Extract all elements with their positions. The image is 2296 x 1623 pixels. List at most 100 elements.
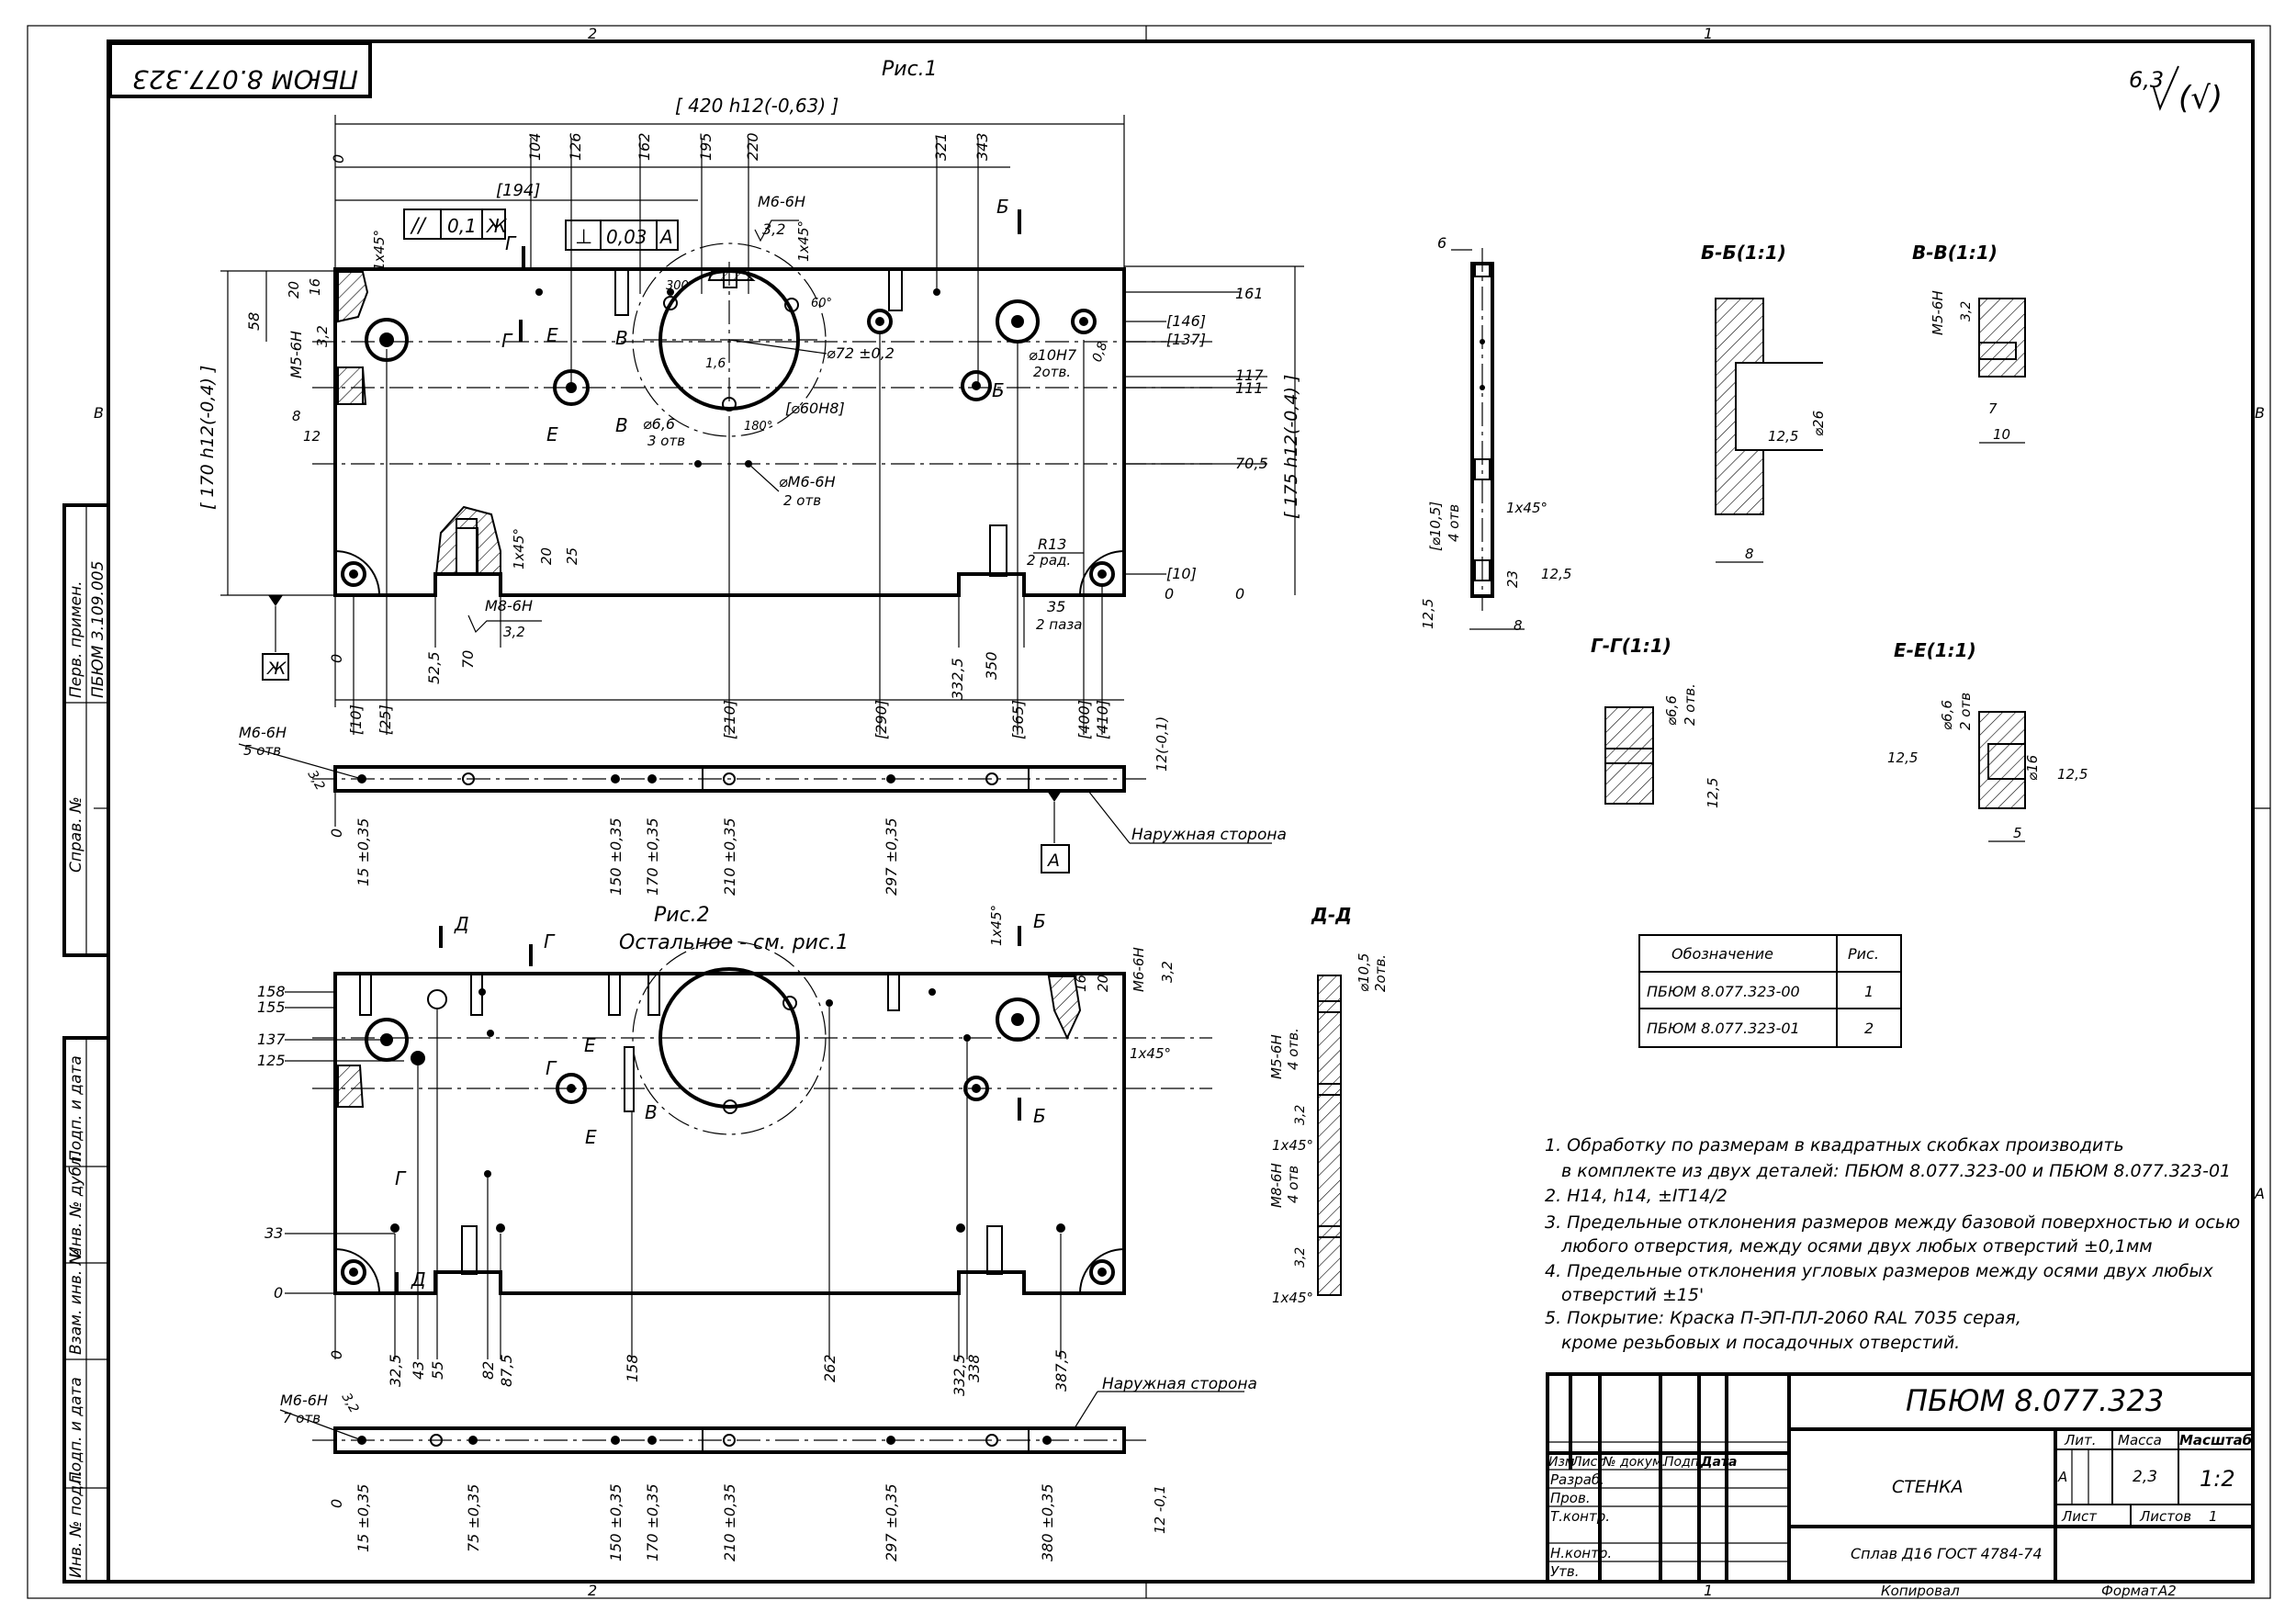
fig1-dim-58: 58 xyxy=(245,312,263,331)
perv-primen-label: Перв. примен. xyxy=(67,580,85,698)
section-dd-d105: ⌀10,5 xyxy=(1356,953,1372,992)
fig1-top-dim-220: 220 xyxy=(744,132,761,161)
section-bb-r125: 12,5 xyxy=(1768,428,1798,445)
fig2-bottom-332-5: 332,5 xyxy=(951,1354,968,1396)
fig1-top-dim-104: 104 xyxy=(526,132,544,161)
fig1-right-dim-146: [146] xyxy=(1166,312,1206,330)
table-header-fig: Рис. xyxy=(1848,945,1879,963)
fig2-left-155: 155 xyxy=(257,998,286,1016)
strip2-dim-0: 0 xyxy=(328,1499,345,1508)
fig2-bottom-43: 43 xyxy=(410,1361,427,1380)
table-row-2-fig: 2 xyxy=(1864,1020,1874,1037)
side-dim-125: 12,5 xyxy=(1541,566,1571,582)
section-ee-r125b: 12,5 xyxy=(2057,766,2088,783)
fig1-top-dim-195: 195 xyxy=(697,132,715,161)
tb-role-razrab: Разраб. xyxy=(1550,1471,1604,1488)
vzam-inv: Взам. инв. № xyxy=(67,1249,85,1355)
fig1-top-dim-162: 162 xyxy=(636,132,653,161)
fig1-bracket-10: [10] xyxy=(347,704,365,735)
fig1-holes xyxy=(341,288,1115,587)
perv-primen-value: ПБЮМ 3.109.005 xyxy=(89,561,107,698)
fig2-bottom-82: 82 xyxy=(479,1361,497,1380)
fig1-height-left: [ 170 h12(-0,4) ] xyxy=(197,366,218,510)
note-line-6: 4. Предельные отклонения угловых размеро… xyxy=(1545,1261,2214,1281)
strip2-outer-side: Наружная сторона xyxy=(1102,1375,1257,1393)
fig2-plate-outline xyxy=(333,972,1126,1295)
fig1-r32-top: 3,2 xyxy=(762,220,785,238)
table-header-designation: Обозначение xyxy=(1671,945,1773,963)
fig1-top-dim-343: 343 xyxy=(974,132,991,161)
side-dim-23: 23 xyxy=(1504,570,1521,588)
fig2-hatch-top-right xyxy=(1047,975,1082,1041)
fig1-m8: M8-6H xyxy=(485,597,533,614)
fig1-bracket-25: [25] xyxy=(377,704,394,735)
fig1-bracket-ticks xyxy=(353,331,1103,735)
fig2-dim-16: 16 xyxy=(1073,975,1089,992)
fig1-right-dim-117: 117 xyxy=(1235,366,1264,384)
section-bb-d26: ⌀26 xyxy=(1810,411,1827,436)
fig1-angle-180: 180° xyxy=(744,420,772,434)
fig1-height-right: [ 175 h12(-0,4) ] xyxy=(1281,375,1301,519)
section-ee-d16: ⌀16 xyxy=(2024,755,2041,781)
fig2-left-158: 158 xyxy=(257,983,286,1000)
fig2-bottom-387-5: 387,5 xyxy=(1052,1349,1070,1392)
note-line-9: кроме резьбовых и посадочных отверстий. xyxy=(1561,1333,1960,1353)
fig1-r08: 0,8 xyxy=(1090,340,1111,364)
roughness-value: 6,3 xyxy=(2129,67,2164,93)
tb-role-utv: Утв. xyxy=(1550,1563,1580,1580)
strip2-thick: 12 -0,1 xyxy=(1152,1485,1168,1534)
section-dd: Д-Д ⌀10,5 2отв. M5-6H 4 отв. 3,2 1x45° M… xyxy=(1268,904,1389,1306)
fig1-bottom-dim-0: 0 xyxy=(328,654,345,663)
fig1-right-dim-0b: 0 xyxy=(1235,585,1244,603)
table-row-2-code: ПБЮМ 8.077.323-01 xyxy=(1647,1020,1800,1037)
tb-col-izm: Изм xyxy=(1548,1455,1575,1470)
fig1-sect-g2: Г xyxy=(501,330,513,352)
side-d105: [⌀10,5] xyxy=(1427,502,1444,551)
fig1-m8-r: 3,2 xyxy=(503,624,525,640)
inv-dubl: Инв. № дубл. xyxy=(67,1152,85,1258)
fig1-r13: R13 xyxy=(1038,535,1066,553)
section-ee-r125a: 12,5 xyxy=(1887,750,1918,766)
fig1-r13-n: 2 рад. xyxy=(1027,552,1071,569)
fig1-bottom-dim-52-5: 52,5 xyxy=(425,651,443,684)
fig1-sect-e: Е xyxy=(546,324,558,346)
tb-col-data: Дата xyxy=(1700,1455,1737,1470)
fig1-hatch-top-left xyxy=(337,271,369,323)
sprav-label: Справ. № xyxy=(67,796,85,873)
fig1-d66-n: 3 отв xyxy=(647,433,685,449)
strip1-dim-210: 210 ±0,35 xyxy=(721,817,738,896)
strip1-dim-297: 297 ±0,35 xyxy=(883,817,900,896)
section-dd-chamfer-a: 1x45° xyxy=(1272,1137,1313,1154)
zone-bottom-left: 2 xyxy=(588,1582,597,1599)
strip1-dim-0: 0 xyxy=(328,828,345,838)
table-row-1-fig: 1 xyxy=(1864,983,1874,1000)
zone-bottom-right: 1 xyxy=(1704,1582,1713,1599)
fig1-dim-12: 12 xyxy=(303,428,321,445)
section-bb: Б-Б(1:1) ⌀26 12,5 8 xyxy=(1701,242,1827,563)
side-d105-n: 4 отв xyxy=(1446,504,1462,542)
fig2-left-dims xyxy=(285,991,404,1294)
section-vv-title: В-В(1:1) xyxy=(1912,242,1998,264)
tol-parallel-symbol: // xyxy=(410,215,427,238)
fig2-bottom-0: 0 xyxy=(328,1350,345,1359)
figure-1: Рис.1 xyxy=(197,58,1304,739)
fig1-hatch-mid-left xyxy=(337,366,367,405)
fig1-m6-top: M6-6H xyxy=(758,193,805,210)
strip1-dim-170: 170 ±0,35 xyxy=(644,817,661,896)
fig1-right-dim-0a: 0 xyxy=(1165,585,1174,603)
section-dd-d105-n: 2отв. xyxy=(1372,954,1389,992)
roughness-check: (√) xyxy=(2178,80,2223,117)
fig2-threads xyxy=(359,973,1003,1275)
section-dd-m8: M8-6H xyxy=(1268,1163,1285,1208)
fig2-sect-g3: Г xyxy=(395,1167,407,1189)
section-dd-chamfer-b: 1x45° xyxy=(1272,1290,1313,1306)
fig2-bottom-338: 338 xyxy=(965,1354,983,1382)
strip1-thick: 12(-0,1) xyxy=(1154,716,1170,772)
fig1-d72: ⌀72 ±0,2 xyxy=(827,344,895,362)
zone-top-left: 2 xyxy=(588,25,597,42)
fig1-top-dim-0: 0 xyxy=(330,154,347,163)
fig1-dim-16: 16 xyxy=(307,278,323,296)
fig1-dim-20b: 20 xyxy=(538,547,555,565)
fig1-dim-35-n: 2 паза xyxy=(1036,616,1082,633)
